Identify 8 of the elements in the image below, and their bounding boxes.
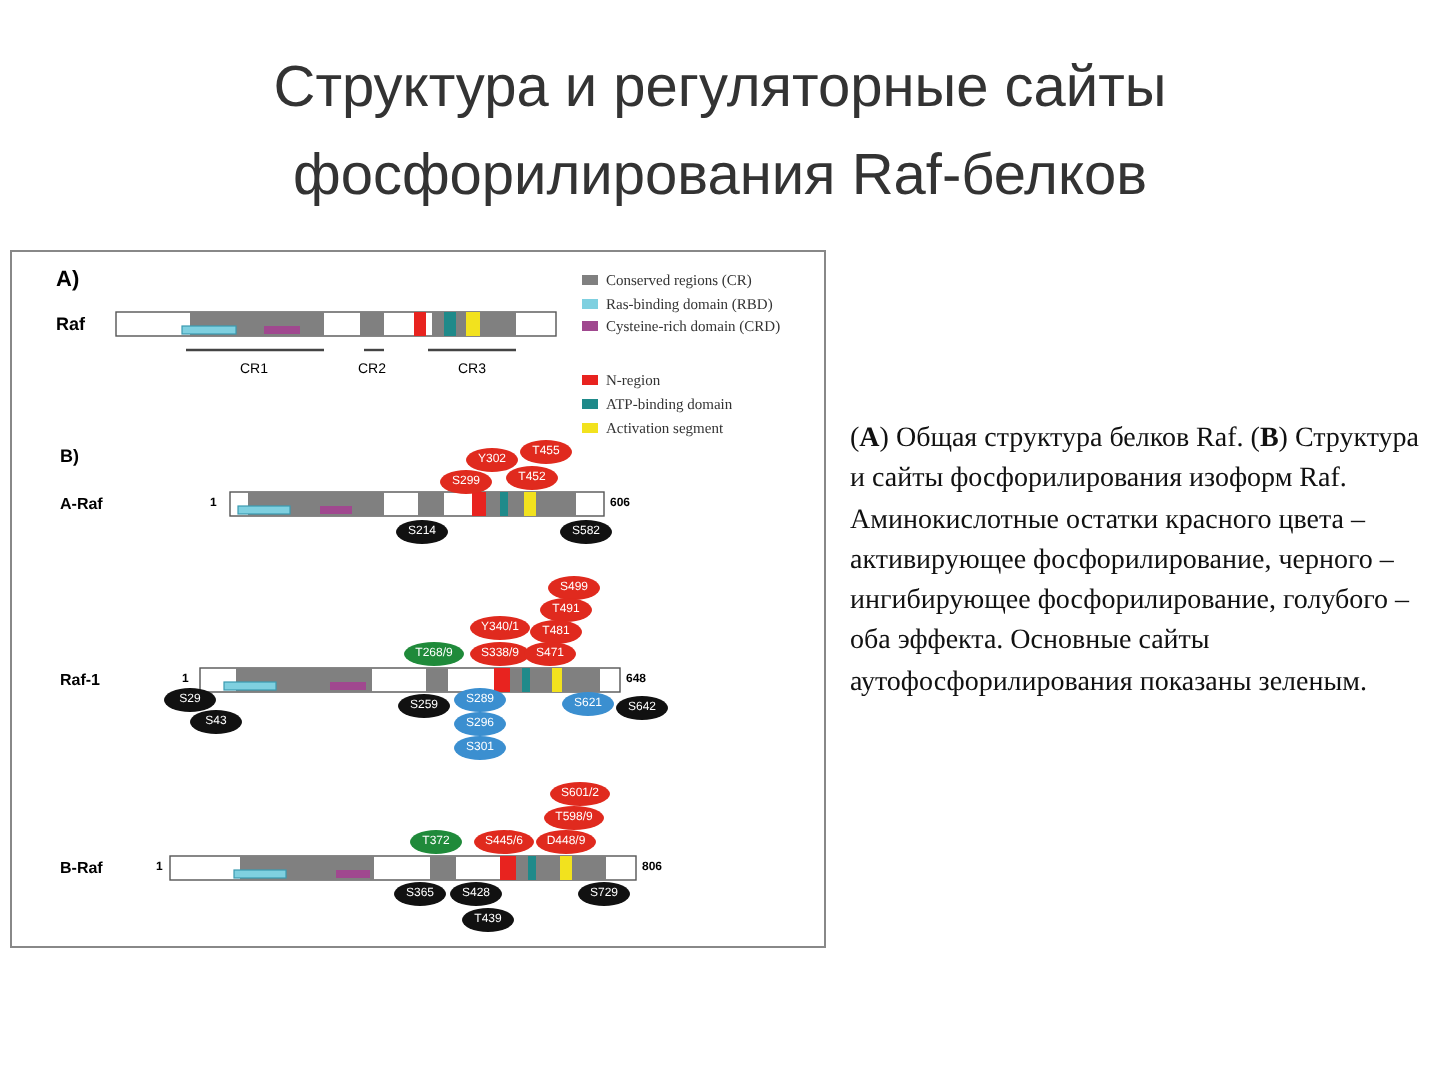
protein-name: A-Raf: [60, 495, 103, 513]
protein-name: B-Raf: [60, 859, 103, 877]
panel-label: B): [60, 446, 79, 466]
protein-name: Raf-1: [60, 671, 101, 689]
title: Структура и регуляторные сайты фосфорилирования Raf-белков: [271, 54, 1169, 212]
caption: (A) Общая структура белков Raf. (B) Структура и сайты фосфорилирования изоформ Raf. Аминокислотные остатки красного цвета – активирующее фосфорилирование, черного – ингибирующее фосфорилирование, голубого – оба эффекта. Основные сайты аутофосфорилирования показаны зеленым.: [850, 422, 1421, 702]
protein-name: Raf: [56, 314, 86, 334]
panel-label: A): [56, 268, 80, 292]
